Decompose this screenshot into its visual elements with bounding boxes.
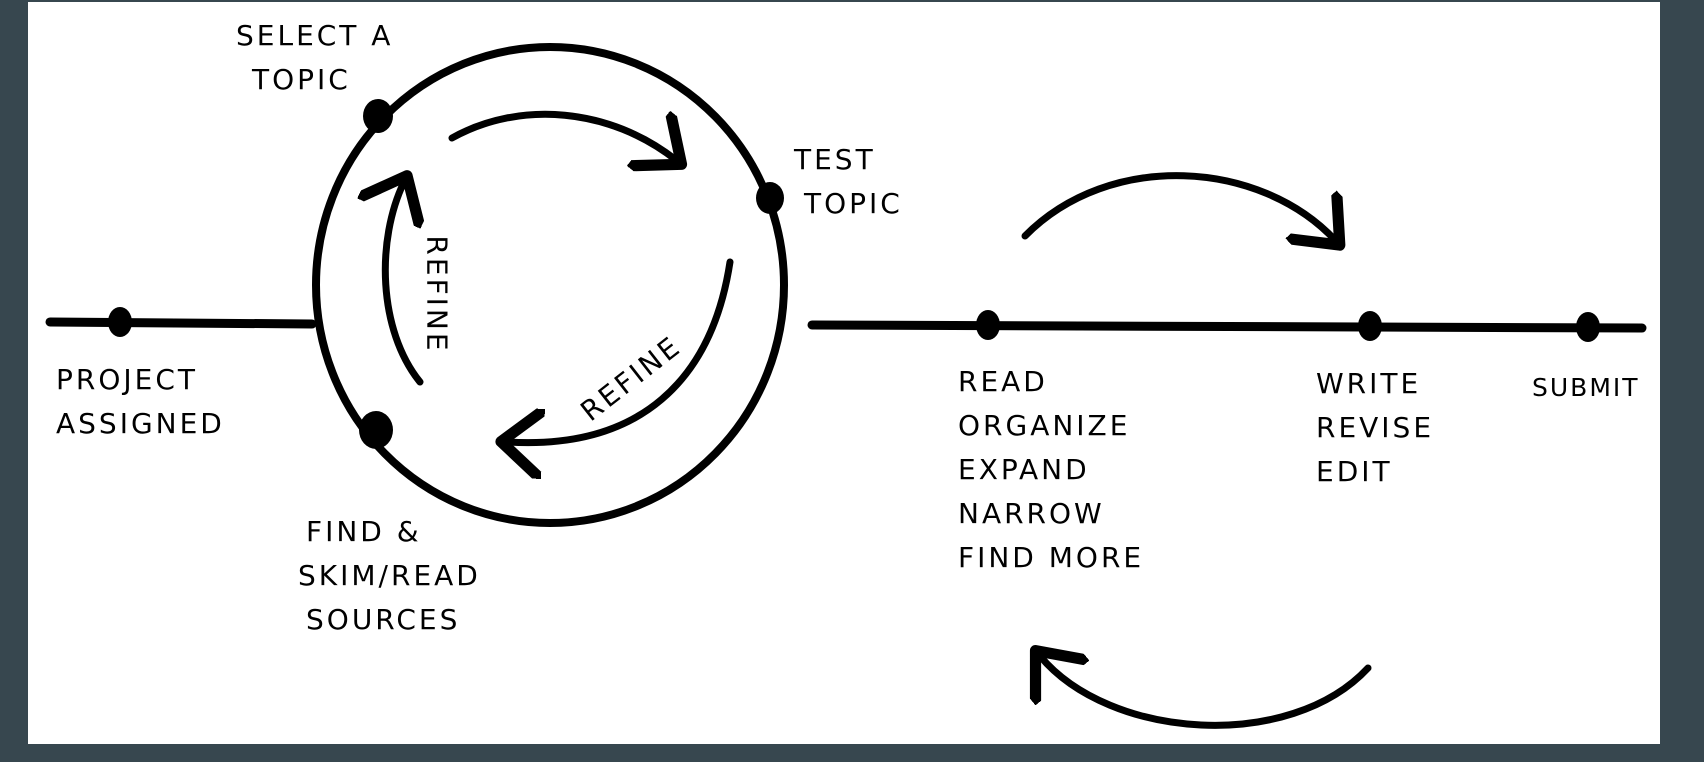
arrow-refine-bottom <box>508 258 734 443</box>
arrow-loop-back <box>1040 656 1372 729</box>
node-read <box>976 310 1000 340</box>
arrow-refine-left <box>385 182 420 386</box>
label-project-assigned: PROJECT ASSIGNED <box>56 363 225 440</box>
node-submit <box>1576 312 1600 342</box>
node-select-topic <box>363 99 393 133</box>
node-write <box>1358 311 1382 341</box>
diagram-sheet <box>28 2 1660 744</box>
timeline-left <box>45 317 317 329</box>
node-test-topic <box>756 182 784 214</box>
topic-cycle-circle <box>312 43 788 527</box>
timeline-right <box>807 320 1647 333</box>
arrow-select-to-test <box>448 114 676 160</box>
label-find-sources: FIND & SKIM/READ SOURCES <box>298 515 481 636</box>
node-find-sources <box>359 411 393 449</box>
label-write-group: WRITE REVISE EDIT <box>1316 367 1435 488</box>
arrow-loop-forward <box>1021 172 1335 240</box>
label-select-topic: SELECT A TOPIC <box>236 19 394 96</box>
node-project-assigned <box>108 307 132 337</box>
label-test-topic: TEST TOPIC <box>794 143 903 220</box>
label-submit: SUBMIT <box>1532 373 1640 402</box>
label-refine-left: REFINE <box>420 235 454 354</box>
label-read-group: READ ORGANIZE EXPAND NARROW FIND MORE <box>958 365 1145 574</box>
